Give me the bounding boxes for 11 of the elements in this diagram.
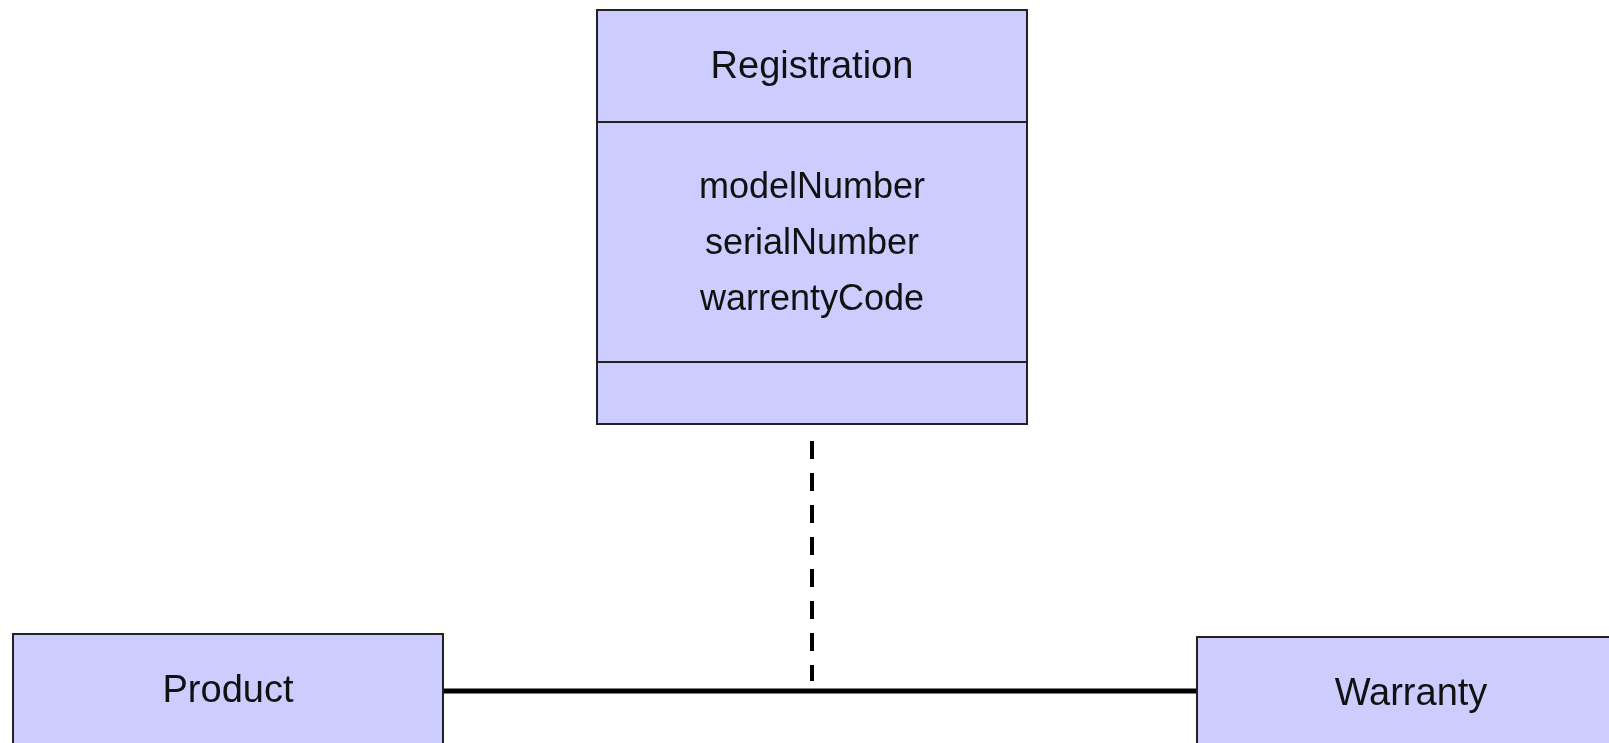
class-box — [1196, 636, 1609, 743]
class-name: Product — [162, 667, 294, 713]
class-box — [596, 9, 1028, 425]
attribute-text: warrentyCode — [699, 275, 925, 320]
attribute-text: serialNumber — [704, 220, 920, 265]
class-name: Registration — [710, 43, 914, 89]
dashed-line — [810, 441, 814, 681]
class-name: Warranty — [1334, 670, 1488, 716]
attribute-text: modelNumber — [698, 164, 926, 209]
association-line — [444, 688, 1196, 694]
class-box — [12, 633, 444, 743]
